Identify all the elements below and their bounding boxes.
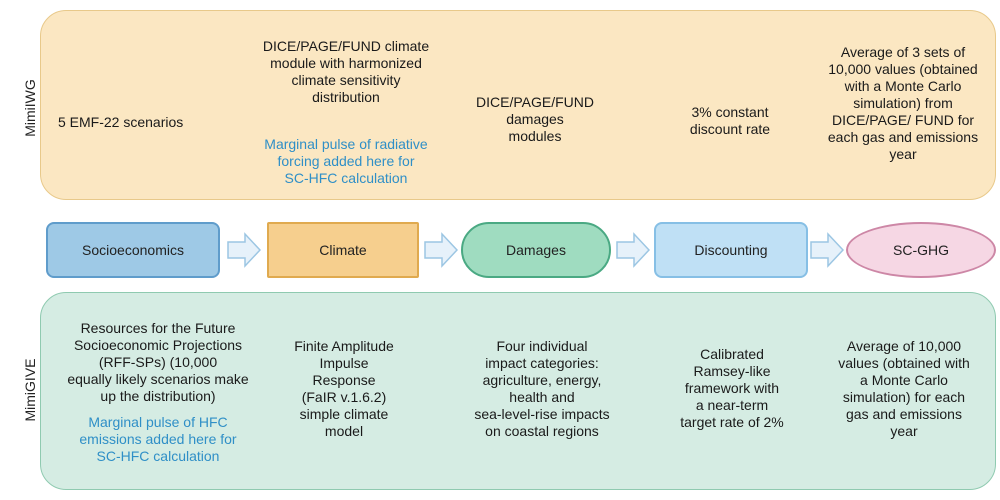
stage-climate: Climate (267, 222, 419, 278)
mimiiwg-label: MimiIWG (22, 79, 38, 137)
iwg-socioeconomics-text: 5 EMF-22 scenarios (58, 114, 184, 130)
arrow-right-icon (616, 232, 650, 268)
mimigive-label: MimiGIVE (22, 358, 38, 422)
arrow-right-icon (810, 232, 844, 268)
mimigive-panel (40, 292, 996, 490)
arrow-right-icon (424, 232, 458, 268)
stage-discounting: Discounting (654, 222, 808, 278)
arrow-right-icon (227, 232, 261, 268)
mimiiwg-panel (40, 10, 996, 200)
stage-damages: Damages (461, 222, 611, 278)
stage-socioeconomics: Socioeconomics (46, 222, 220, 278)
stage-scghg: SC-GHG (846, 222, 996, 278)
